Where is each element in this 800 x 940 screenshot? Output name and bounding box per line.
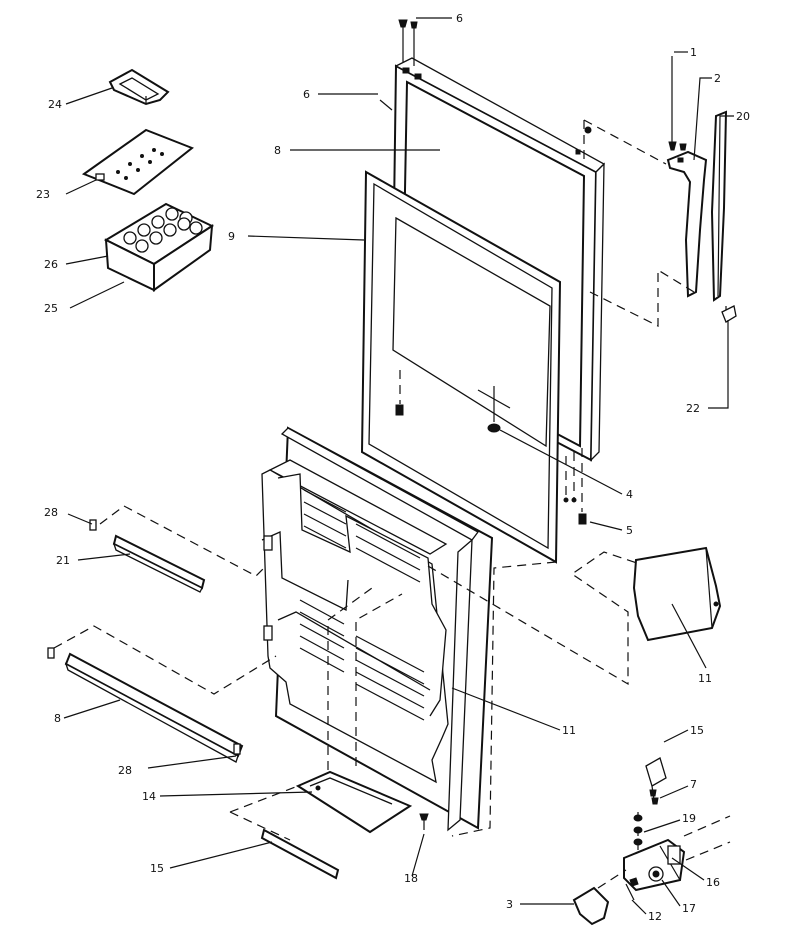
callout-21: 20 — [736, 110, 750, 123]
top-screws — [398, 19, 418, 66]
callout-19: 18 — [404, 872, 418, 885]
leader-lines — [63, 17, 734, 915]
callout-11: 11 — [562, 724, 576, 737]
callout-1: 1 — [690, 46, 697, 59]
bottom-right-screws — [563, 448, 587, 525]
dispenser-cover — [632, 546, 722, 642]
callout-6-top: 6 — [456, 12, 463, 25]
callout-28-top: 28 — [44, 506, 58, 519]
door-gasket — [360, 170, 562, 564]
inner-door-liner — [261, 426, 494, 832]
screw-13 — [625, 877, 639, 901]
callout-27: 26 — [44, 258, 58, 271]
callout-20: 19 — [682, 812, 696, 825]
hinge-bracket-16 — [645, 757, 667, 801]
callout-18: 17 — [682, 902, 696, 915]
handle-screw — [721, 305, 737, 323]
ice-bin — [108, 68, 170, 106]
callout-22: 21 — [56, 554, 70, 567]
bottom-bar-15 — [260, 828, 340, 880]
bottom-panel-14 — [295, 770, 413, 834]
shelf-clip-28-top — [89, 519, 97, 531]
callout-14: 14 — [142, 790, 156, 803]
callout-17: 16 — [706, 876, 720, 889]
callout-13: 12 — [648, 910, 662, 923]
screws-7 — [649, 789, 659, 805]
callout-8: 8 — [54, 712, 61, 725]
screw-19 — [419, 813, 429, 830]
callout-6-left: 6 — [303, 88, 310, 101]
callout-23: 22 — [686, 402, 700, 415]
door-stop-pin — [477, 386, 511, 433]
callout-16: 15 — [690, 724, 704, 737]
cap-3 — [572, 886, 610, 926]
washers-20 — [633, 812, 643, 850]
shelf-bar-8 — [64, 652, 244, 763]
gasket-screw-left — [395, 370, 404, 416]
callout-15: 15 — [150, 862, 164, 875]
hinge-screws — [668, 56, 687, 151]
callout-2: 2 — [714, 72, 721, 85]
callout-26: 25 — [44, 302, 58, 315]
callout-24: 23 — [36, 188, 50, 201]
callout-5: 5 — [626, 524, 633, 537]
callout-9: 8 — [274, 144, 281, 157]
ice-tray-base — [81, 128, 194, 196]
ice-cube-tray — [103, 202, 215, 292]
shelf-bar-22 — [112, 534, 206, 593]
shelf-clip-28-bottom — [47, 647, 241, 755]
hinge-bracket — [666, 150, 708, 298]
callout-3: 3 — [506, 898, 513, 911]
callout-7: 7 — [690, 778, 697, 791]
callout-4: 4 — [626, 488, 633, 501]
callout-25: 24 — [48, 98, 62, 111]
callout-12: 11 — [698, 672, 712, 685]
callout-28-bottom: 28 — [118, 764, 132, 777]
callout-labels: 6 6 8 9 1 2 20 22 4 5 11 11 15 7 19 16 1… — [36, 12, 750, 923]
hinge-assembly-17-18 — [623, 815, 731, 892]
callout-10: 9 — [228, 230, 235, 243]
